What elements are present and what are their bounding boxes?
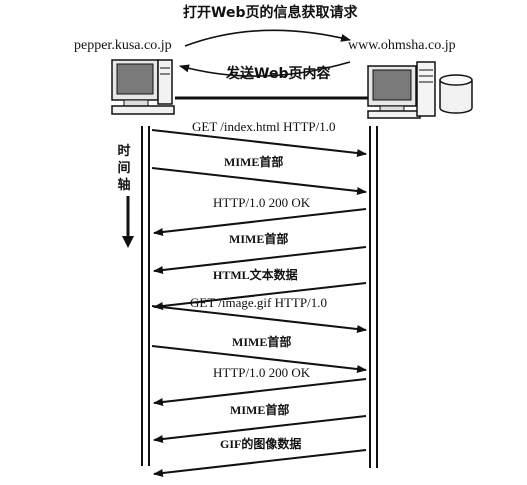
message-arrow-3 <box>153 208 367 236</box>
message-label-7: MIME首部 <box>232 335 292 349</box>
server-host-name: www.ohmsha.co.jp <box>348 38 456 53</box>
message-arrow-1 <box>151 129 367 157</box>
message-label-9: MIME首部 <box>230 403 290 417</box>
request-arc-arrow <box>184 29 351 47</box>
message-label-1: GET /index.html HTTP/1.0 <box>192 119 336 134</box>
message-label-6: GET /image.gif HTTP/1.0 <box>190 295 327 310</box>
client-computer-icon <box>111 59 175 115</box>
message-arrow-8 <box>153 378 367 406</box>
message-arrow-4 <box>153 246 367 274</box>
message-label-8: HTTP/1.0 200 OK <box>213 365 311 380</box>
message-arrow-7 <box>151 345 367 373</box>
database-cylinder-icon <box>439 74 473 114</box>
time-axis-arrowhead <box>122 236 134 248</box>
message-label-5: HTML文本数据 <box>213 268 298 282</box>
message-arrow-6 <box>151 305 367 333</box>
message-arrow-10 <box>153 449 367 477</box>
server-computer-icon <box>367 61 436 119</box>
time-axis-label: 时 间 轴 <box>116 143 132 194</box>
message-label-2: MIME首部 <box>224 155 284 169</box>
response-arc-arrow <box>179 61 351 77</box>
message-arrow-5 <box>153 282 367 310</box>
message-arrow-9 <box>153 415 367 443</box>
client-host-name: pepper.kusa.co.jp <box>74 38 172 53</box>
message-arrows <box>151 129 367 477</box>
message-label-4: MIME首部 <box>229 232 289 246</box>
time-axis-char-2: 间 <box>117 161 131 176</box>
message-label-10: GIF的图像数据 <box>220 437 302 451</box>
response-title: 发送Web页内容 <box>226 66 331 82</box>
request-title: 打开Web页的信息获取请求 <box>183 5 358 21</box>
message-arrow-2 <box>151 167 367 195</box>
time-axis-char-3: 轴 <box>117 178 131 193</box>
time-axis-char-1: 时 <box>117 144 131 159</box>
message-label-3: HTTP/1.0 200 OK <box>213 195 311 210</box>
